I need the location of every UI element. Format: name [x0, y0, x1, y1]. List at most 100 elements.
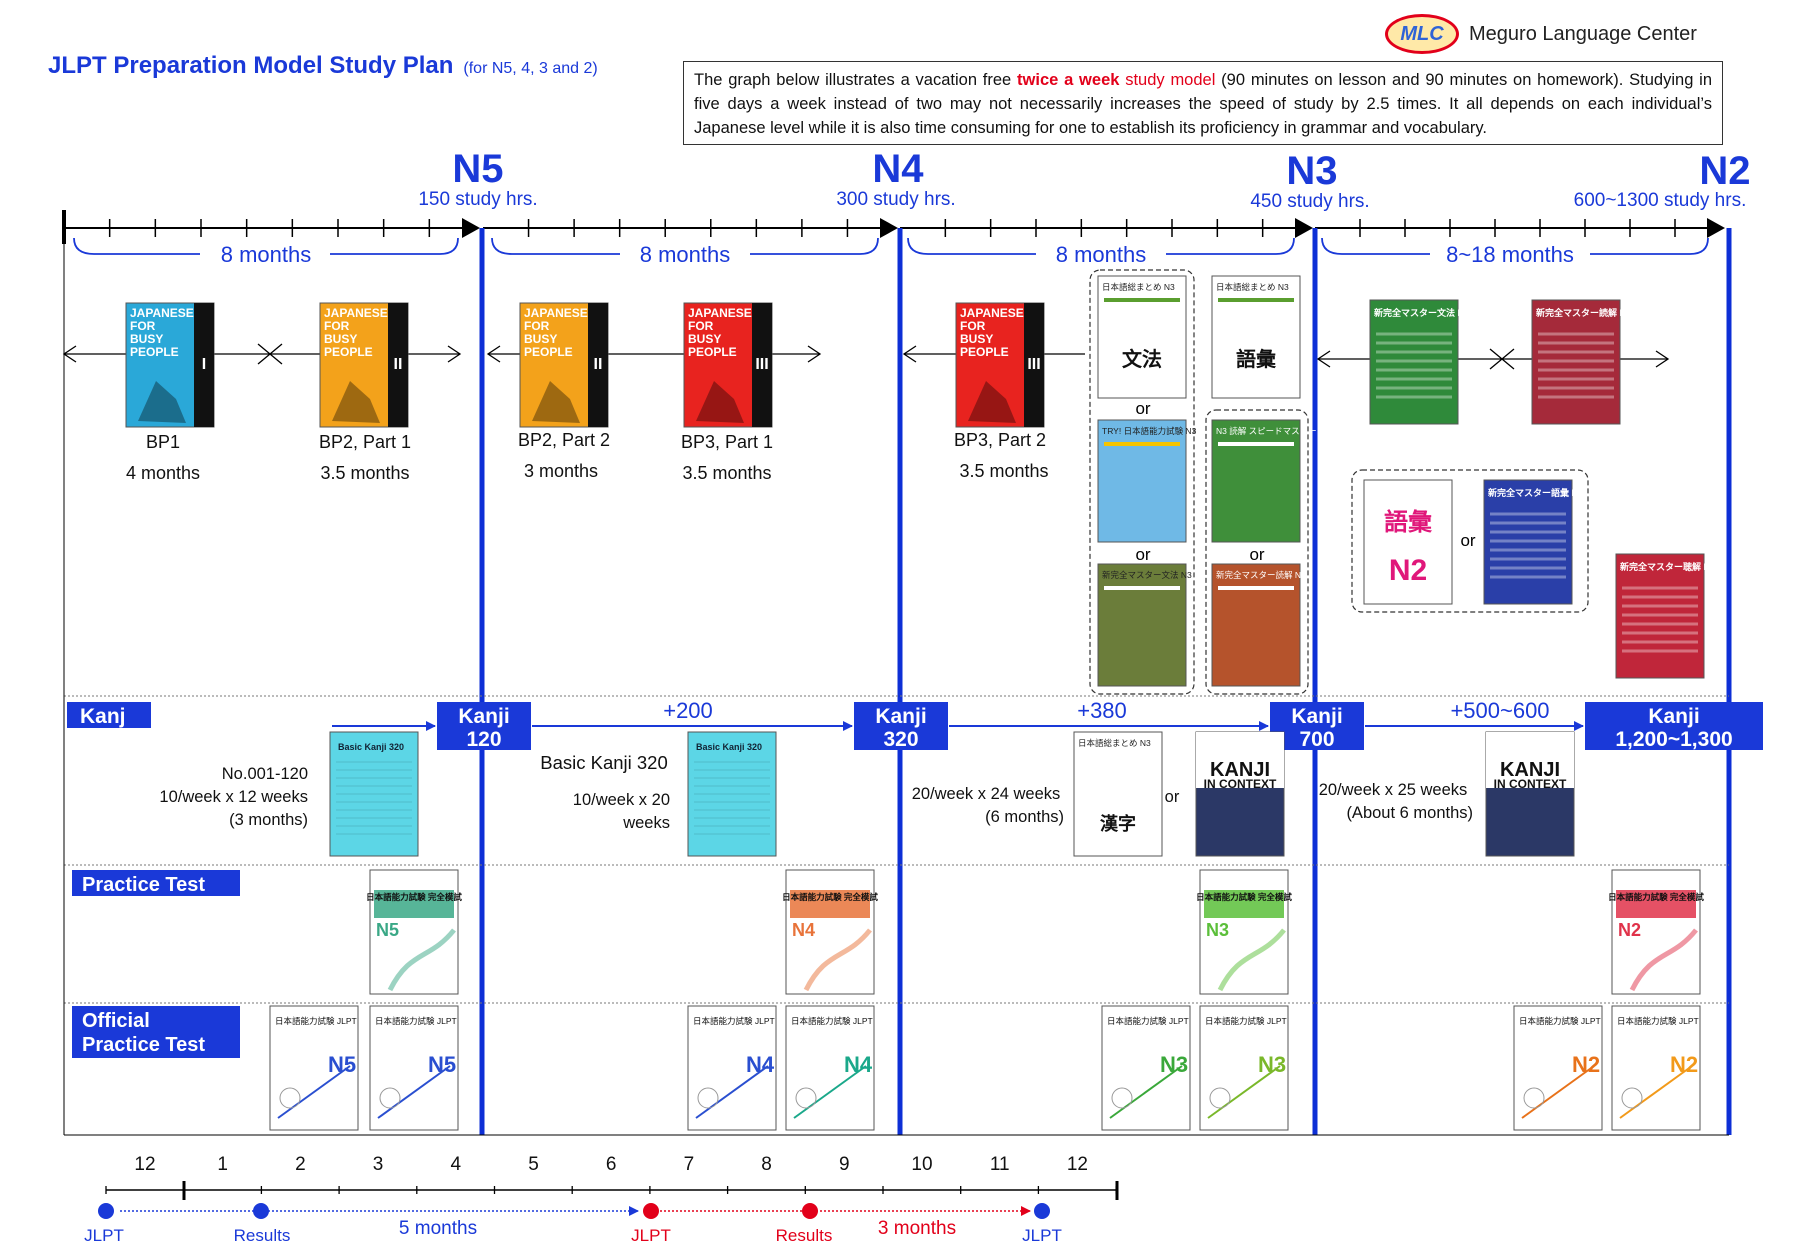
description-box: The graph below illustrates a vacation f…	[683, 61, 1723, 145]
svg-text:N2: N2	[1670, 1052, 1698, 1077]
kanji-700-top: Kanji	[1291, 705, 1342, 728]
svg-text:N4: N4	[746, 1052, 775, 1077]
calendar-month-6: 5	[528, 1154, 539, 1175]
description-part2: study model	[1119, 71, 1216, 89]
kanji-note-n2-2: (About 6 months)	[1346, 804, 1473, 822]
textbooks: JAPANESEFORBUSYPEOPLEIJAPANESEFORBUSYPEO…	[125, 302, 1045, 428]
n2-reading-book: 新完全マスター読解 N2	[1531, 299, 1631, 425]
svg-text:BUSY: BUSY	[524, 332, 557, 346]
svg-text:N4: N4	[792, 920, 815, 940]
svg-text:FOR: FOR	[524, 319, 550, 333]
svg-text:N3: N3	[1206, 920, 1229, 940]
title-subtitle: (for N5, 4, 3 and 2)	[463, 60, 598, 77]
svg-text:新完全マスター文法 N3: 新完全マスター文法 N3	[1102, 570, 1192, 580]
kanji-120-top: Kanji	[458, 705, 509, 728]
svg-text:N2: N2	[1618, 920, 1641, 940]
duration-n4: 8 months	[640, 242, 731, 267]
svg-text:日本語能力試験 JLPT: 日本語能力試験 JLPT	[1519, 1016, 1601, 1026]
n3-or-2: or	[1135, 545, 1150, 564]
kanji-note-n3-or: or	[1165, 788, 1180, 806]
description-part1: The graph below illustrates a vacation f…	[694, 71, 1018, 89]
calendar-month-9: 8	[761, 1154, 772, 1175]
svg-text:II: II	[394, 356, 403, 373]
official-section-label-1: Official	[82, 1010, 150, 1032]
practice-test-book-n4: 日本語能力試験 完全模試 N4	[782, 869, 878, 995]
kanji-note-n5-2: 10/week x 12 weeks	[159, 788, 308, 806]
n2-listening-book: 新完全マスター聴解 N2	[1615, 553, 1715, 679]
n3-left-book-2: TRY! 日本語能力試験 N3	[1097, 419, 1197, 543]
kanji-increment-n3: +380	[1077, 698, 1127, 723]
level-headers: N5 150 study hrs. N4 300 study hrs. N3 4…	[418, 147, 1750, 212]
description-part3: (90 minutes on lesson and 90 minutes on …	[694, 71, 1712, 137]
level-n3: N3	[1286, 149, 1337, 193]
n3-or-3: or	[1249, 545, 1264, 564]
level-n3-hours: 450 study hrs.	[1250, 191, 1369, 212]
svg-text:III: III	[755, 356, 768, 373]
svg-text:JAPANESE: JAPANESE	[324, 306, 388, 320]
bp2p2-months: 3 months	[524, 461, 598, 481]
svg-text:日本語能力試験 完全模試: 日本語能力試験 完全模試	[1196, 892, 1292, 902]
official-section-label-2: Practice Test	[82, 1034, 205, 1056]
n3-right-book-3: 新完全マスター読解 N3	[1211, 563, 1306, 687]
official-test-book-8: 日本語能力試験 JLPT N2	[1611, 1005, 1701, 1131]
duration-n3: 8 months	[1056, 242, 1147, 267]
svg-text:TRY! 日本語能力試験 N3: TRY! 日本語能力試験 N3	[1102, 426, 1197, 436]
kanji-note-n4-title: Basic Kanji 320	[540, 752, 668, 773]
bp3p2-label: BP3, Part 2	[954, 430, 1046, 450]
calendar-month-5: 4	[451, 1154, 462, 1175]
kanji-1300-bottom: 1,200~1,300	[1615, 728, 1732, 751]
n2-or: or	[1460, 531, 1475, 550]
svg-text:新完全マスター聴解 N2: 新完全マスター聴解 N2	[1620, 561, 1715, 572]
calendar-month-7: 6	[606, 1154, 617, 1175]
svg-text:日本語能力試験 完全模試: 日本語能力試験 完全模試	[782, 892, 878, 902]
svg-text:KANJI: KANJI	[1210, 759, 1270, 781]
level-n2-hours: 600~1300 study hrs.	[1574, 190, 1747, 211]
kanji-note-n2-1: 20/week x 25 weeks	[1319, 781, 1468, 799]
calendar-month-3: 2	[295, 1154, 306, 1175]
svg-text:N5: N5	[328, 1052, 356, 1077]
svg-text:N2: N2	[1572, 1052, 1600, 1077]
svg-text:FOR: FOR	[688, 319, 714, 333]
calendar-event-results-2: Results	[776, 1226, 833, 1245]
textbook-labels: BP1 4 months BP2, Part 1 3.5 months BP2,…	[126, 430, 1049, 483]
kanji-note-n3-2: (6 months)	[985, 808, 1064, 826]
svg-text:IN CONTEXT: IN CONTEXT	[1494, 777, 1567, 791]
svg-text:JAPANESE: JAPANESE	[130, 306, 194, 320]
svg-text:文法: 文法	[1122, 347, 1162, 371]
official-section: Official Practice Test 日本語能力試験 JLPTN5日本語…	[72, 1005, 1701, 1131]
level-n2: N2	[1699, 149, 1750, 193]
svg-text:語彙: 語彙	[1384, 508, 1433, 536]
practice-test-book-n3: 日本語能力試験 完全模試 N3	[1196, 869, 1292, 995]
duration-braces	[73, 237, 1709, 255]
logo: MLC Meguro Language Center	[1385, 14, 1697, 54]
svg-text:BUSY: BUSY	[324, 332, 357, 346]
svg-text:N5: N5	[428, 1052, 456, 1077]
kanji-note-n3-1: 20/week x 24 weeks	[912, 785, 1061, 803]
svg-text:PEOPLE: PEOPLE	[130, 345, 179, 359]
calendar-month-11: 10	[911, 1154, 932, 1175]
svg-text:Basic Kanji 320: Basic Kanji 320	[696, 742, 762, 752]
svg-text:日本語能力試験 JLPT: 日本語能力試験 JLPT	[1617, 1016, 1699, 1026]
calendar-month-8: 7	[684, 1154, 695, 1175]
svg-text:日本語総まとめ N3: 日本語総まとめ N3	[1216, 282, 1289, 292]
title-text: JLPT Preparation Model Study Plan	[48, 52, 454, 79]
kanji-basic-book-2: Basic Kanji 320	[687, 731, 777, 857]
level-n4: N4	[872, 147, 924, 191]
svg-text:日本語能力試験 完全模試: 日本語能力試験 完全模試	[366, 892, 462, 902]
svg-text:新完全マスター読解 N2: 新完全マスター読解 N2	[1536, 307, 1631, 318]
svg-text:日本語能力試験 JLPT: 日本語能力試験 JLPT	[275, 1016, 357, 1026]
